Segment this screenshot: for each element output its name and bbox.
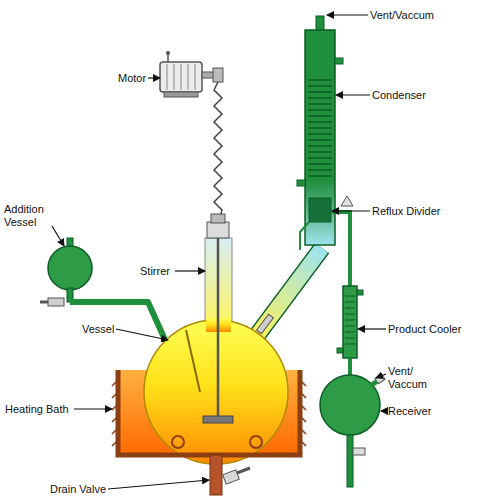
- drain-valve-handle: [237, 468, 250, 473]
- reaction-vessel: [144, 320, 288, 464]
- coolant-nozzle: [337, 348, 343, 353]
- motor-terminal: [166, 51, 170, 55]
- addition-vessel-body: [48, 246, 92, 290]
- condenser: [305, 30, 335, 245]
- leader-arrow: [381, 410, 386, 411]
- part-label: Drain Valve: [50, 483, 130, 496]
- part-label: Reflux Divider: [372, 205, 482, 218]
- coolant-nozzle: [335, 58, 343, 64]
- motor-rib: [167, 64, 168, 90]
- part-label: Addition Vessel: [4, 203, 56, 229]
- leader-arrow: [108, 480, 209, 489]
- motor-rib: [195, 64, 196, 90]
- leader-arrow: [327, 14, 368, 15]
- stirrer-paddle: [203, 416, 233, 423]
- leader-arrow: [175, 270, 205, 271]
- stirrer-gland: [207, 222, 229, 238]
- part-label: Product Cooler: [388, 323, 498, 336]
- leader-arrow: [148, 77, 160, 78]
- heater-coil: [250, 436, 262, 448]
- part-label: Receiver: [388, 405, 468, 418]
- vapour-arm-outline: [255, 248, 322, 338]
- part-label: Condenser: [372, 89, 472, 102]
- feed-valve: [48, 298, 64, 306]
- vapour-arm: [255, 248, 322, 338]
- leader-arrow: [332, 210, 370, 211]
- part-label: Stirrer: [140, 265, 180, 278]
- leader-arrow: [74, 408, 112, 409]
- motor-rib: [188, 64, 189, 90]
- reflux-return: [300, 222, 309, 250]
- heating-bath-wall: [118, 370, 300, 455]
- product-cooler: [343, 286, 357, 358]
- motor-base: [164, 92, 198, 97]
- condenser-coil: [308, 80, 332, 176]
- thermowell: [186, 330, 200, 392]
- drain-pipe: [210, 455, 222, 495]
- arm-flange: [257, 314, 274, 334]
- shaft-coupling: [213, 68, 223, 82]
- part-label: Heating Bath: [5, 403, 85, 416]
- motor-rib: [181, 64, 182, 90]
- cooler-coil: [345, 296, 355, 344]
- coolant-nozzle: [297, 180, 305, 186]
- leader-arrow: [116, 329, 168, 340]
- motor-terminal: [167, 54, 169, 62]
- receiver-valve: [353, 448, 365, 455]
- part-label: Vent/ Vaccum: [388, 365, 434, 391]
- stirrer-gland-top: [211, 214, 225, 223]
- leader-arrow: [52, 226, 64, 246]
- vent-valve: [375, 374, 385, 383]
- motor-shaft: [202, 72, 214, 78]
- part-label: Vessel: [82, 323, 122, 336]
- part-label: Motor: [118, 72, 158, 85]
- flexible-drive: [214, 82, 222, 225]
- leader-arrow: [336, 94, 370, 95]
- distillate-line: [331, 212, 350, 286]
- motor-body: [160, 62, 202, 92]
- part-label: Vent/Vaccum: [370, 9, 470, 22]
- bath-insulation: [112, 380, 306, 446]
- motor-rib: [174, 64, 175, 90]
- leader-arrow: [358, 328, 386, 329]
- receiver-outlet: [347, 435, 353, 487]
- heater-coil: [172, 436, 184, 448]
- leader-arrow: [376, 374, 386, 378]
- coolant-nozzle: [357, 290, 363, 295]
- reflux-divider: [309, 198, 331, 222]
- feed-valve-handle: [40, 301, 48, 304]
- leader-arrows: [52, 15, 386, 489]
- stirrer-shaft: [217, 238, 220, 418]
- divider-valve: [341, 196, 353, 206]
